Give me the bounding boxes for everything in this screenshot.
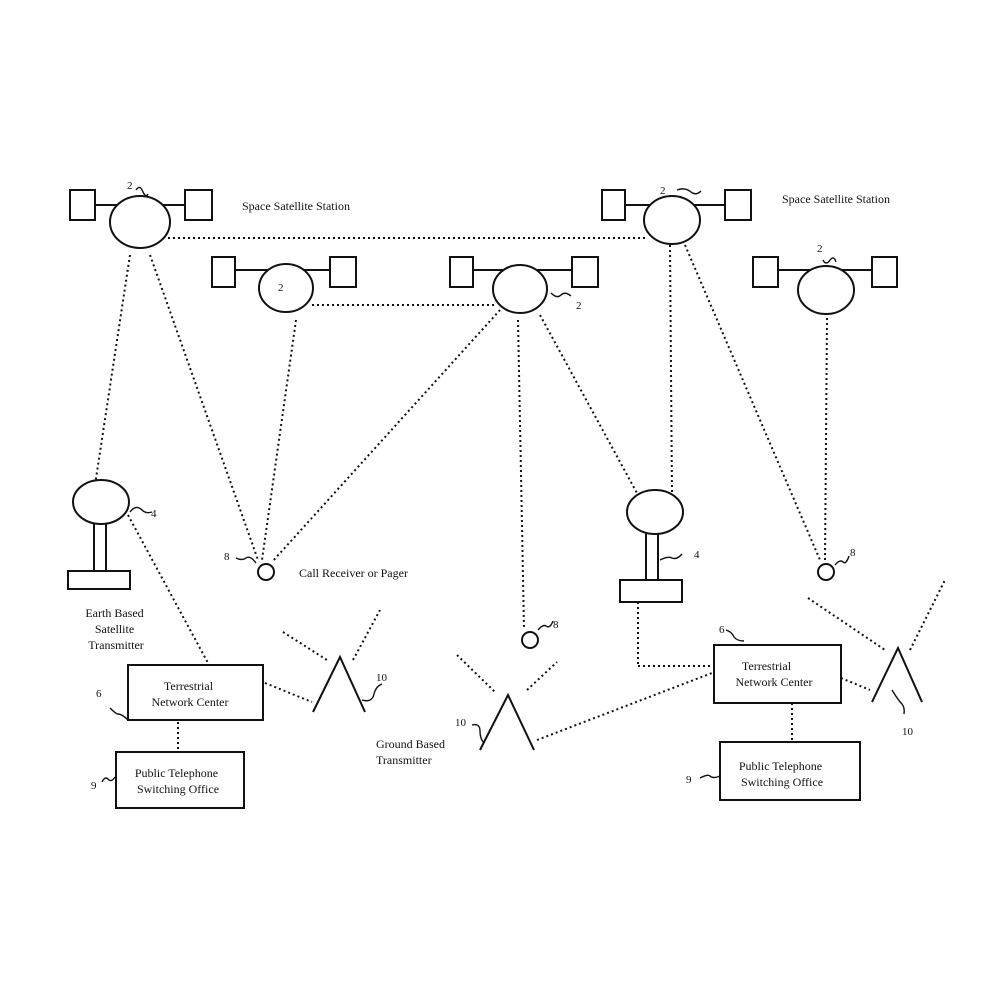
- antenna-tower-icon: [871, 645, 923, 703]
- tnc-right-box: [713, 644, 842, 704]
- link-sat-c-receiver-2: [517, 319, 525, 629]
- link-sat-b-receiver-1: [261, 319, 297, 561]
- tower-center: [456, 654, 558, 751]
- satellite-e: [752, 256, 898, 315]
- tnc-left-label: Terrestrial Network Center: [152, 679, 229, 709]
- link-sat-a-receiver-1: [149, 254, 259, 561]
- solar-panel-icon: [571, 256, 599, 288]
- link-sat-e-receiver-3: [824, 317, 828, 561]
- tnc-left-box: [127, 664, 264, 721]
- ref-numeral: 2: [660, 185, 666, 197]
- ref-numeral: 10: [455, 717, 467, 729]
- link-sat-d-earth-station-right: [669, 244, 673, 496]
- link-earth-station-left-tnc-left: [127, 514, 209, 664]
- solar-panel-icon: [329, 256, 357, 288]
- station-base-icon: [619, 579, 683, 603]
- antenna-tower-icon: [479, 692, 535, 751]
- links: [94, 237, 871, 752]
- ref-numeral: 8: [224, 551, 230, 563]
- link-sat-a-earth-station-left: [94, 254, 131, 486]
- ref-numeral: 2: [576, 300, 582, 312]
- ref-numeral: 9: [91, 780, 97, 792]
- ref-numeral: 4: [151, 508, 157, 520]
- solar-panel-icon: [871, 256, 898, 288]
- satellite-body-icon: [643, 195, 701, 245]
- call-receiver-label: Call Receiver or Pager: [299, 566, 408, 580]
- satellite-body-icon: [492, 264, 548, 314]
- satellite-b: [211, 256, 357, 313]
- ref-numeral: 4: [694, 549, 700, 561]
- satellite-a: [69, 189, 213, 249]
- ref-numeral: 8: [553, 619, 559, 631]
- receiver-icon: [257, 563, 275, 581]
- solar-panel-icon: [69, 189, 96, 221]
- earth-transmitter-label: Earth Based Satellite Transmitter: [85, 606, 146, 652]
- ref-numeral: 10: [376, 672, 388, 684]
- ptso-left-box: [115, 751, 245, 809]
- earth-station-right: [619, 489, 684, 603]
- solar-panel-icon: [724, 189, 752, 221]
- space-station-right-label: Space Satellite Station: [782, 192, 890, 206]
- station-base-icon: [67, 570, 131, 590]
- ground-transmitter-label: Ground Based Transmitter: [376, 737, 448, 767]
- link-sat-d-receiver-3: [684, 244, 821, 561]
- satellite-d: [601, 189, 752, 245]
- earth-station-left: [67, 479, 131, 590]
- ref-numeral: 6: [719, 624, 725, 636]
- ref-numeral: 2: [817, 243, 823, 255]
- solar-panel-icon: [752, 256, 779, 288]
- satellite-c: [449, 256, 599, 314]
- space-station-left-label: Space Satellite Station: [242, 199, 350, 213]
- ref-numeral: 10: [902, 726, 914, 738]
- dish-antenna-icon: [626, 489, 684, 535]
- dish-antenna-icon: [72, 479, 130, 525]
- satellite-body-icon: [109, 195, 171, 249]
- receiver-icon: [817, 563, 835, 581]
- tower-left: [282, 609, 381, 713]
- tower-right: [807, 579, 946, 703]
- link-sat-c-earth-station-right: [539, 314, 639, 496]
- ref-numeral: 8: [850, 547, 856, 559]
- solar-panel-icon: [449, 256, 474, 288]
- ref-numeral: 2: [127, 180, 133, 192]
- solar-panel-icon: [601, 189, 626, 221]
- ref-numeral: 9: [686, 774, 692, 786]
- antenna-tower-icon: [312, 654, 366, 713]
- solar-panel-icon: [184, 189, 213, 221]
- ref-numeral: 2: [278, 282, 284, 294]
- ptso-left-label: Public Telephone Switching Office: [135, 766, 221, 796]
- satellite-body-icon: [258, 263, 314, 313]
- tnc-right-label: Terrestrial Network Center: [736, 659, 813, 689]
- leaders: [101, 186, 905, 783]
- receiver-icon: [521, 631, 539, 649]
- satellite-body-icon: [797, 265, 855, 315]
- link-tnc-left-tower-left: [264, 682, 313, 703]
- ptso-right-box: [719, 741, 861, 801]
- link-tnc-right-tower-right: [840, 677, 871, 691]
- link-tower-center-tnc-right: [536, 672, 713, 741]
- ptso-right-label: Public Telephone Switching Office: [739, 759, 825, 789]
- ref-numeral: 6: [96, 688, 102, 700]
- link-sat-c-receiver-1: [271, 309, 501, 563]
- solar-panel-icon: [211, 256, 236, 288]
